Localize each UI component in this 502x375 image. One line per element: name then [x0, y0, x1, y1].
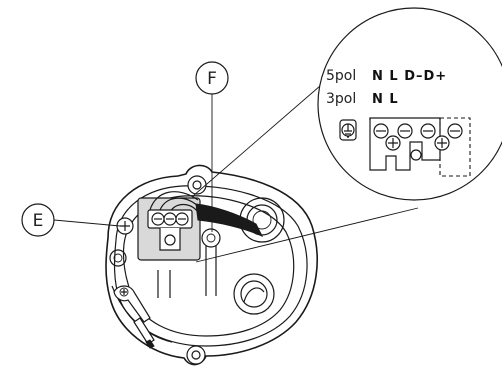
row1-pol-label: 5pol	[326, 68, 356, 84]
callout-f-label: F	[207, 69, 217, 89]
callout-e: E	[21, 203, 121, 237]
screw-icon	[175, 212, 189, 226]
screw-icon	[397, 123, 413, 139]
screw-icon	[447, 123, 463, 139]
rib-slot-right	[205, 244, 217, 296]
bottom-mounting-tab	[186, 345, 206, 365]
screw-icon	[163, 212, 177, 226]
ground-lug	[113, 285, 155, 349]
row1-terminal-labels: N L D–D+	[372, 69, 447, 84]
screw-icon	[410, 149, 422, 161]
screw-icon	[385, 135, 401, 151]
rib-slot-left	[157, 270, 171, 298]
top-mounting-tab	[187, 175, 207, 195]
callout-e-label: E	[33, 211, 44, 231]
screw-icon	[373, 123, 389, 139]
screw-icon	[420, 123, 436, 139]
wire-2	[159, 197, 199, 211]
row2-pol-label: 3pol	[326, 91, 356, 107]
screw-icon	[434, 135, 450, 151]
left-mounting-hole	[109, 249, 127, 267]
screw-icon	[151, 212, 165, 226]
terminal-detail: 5pol N L D–D+ 3pol N L	[326, 68, 471, 177]
ground-symbol-icon	[339, 119, 357, 141]
wire-1	[149, 191, 199, 211]
terminal-block	[137, 191, 264, 261]
rib-cap	[201, 228, 221, 248]
detail-magnifier	[192, 7, 502, 263]
row2-terminal-labels: N L	[372, 92, 399, 107]
cable-entry-lower	[233, 273, 275, 315]
callout-f: F	[195, 61, 229, 232]
